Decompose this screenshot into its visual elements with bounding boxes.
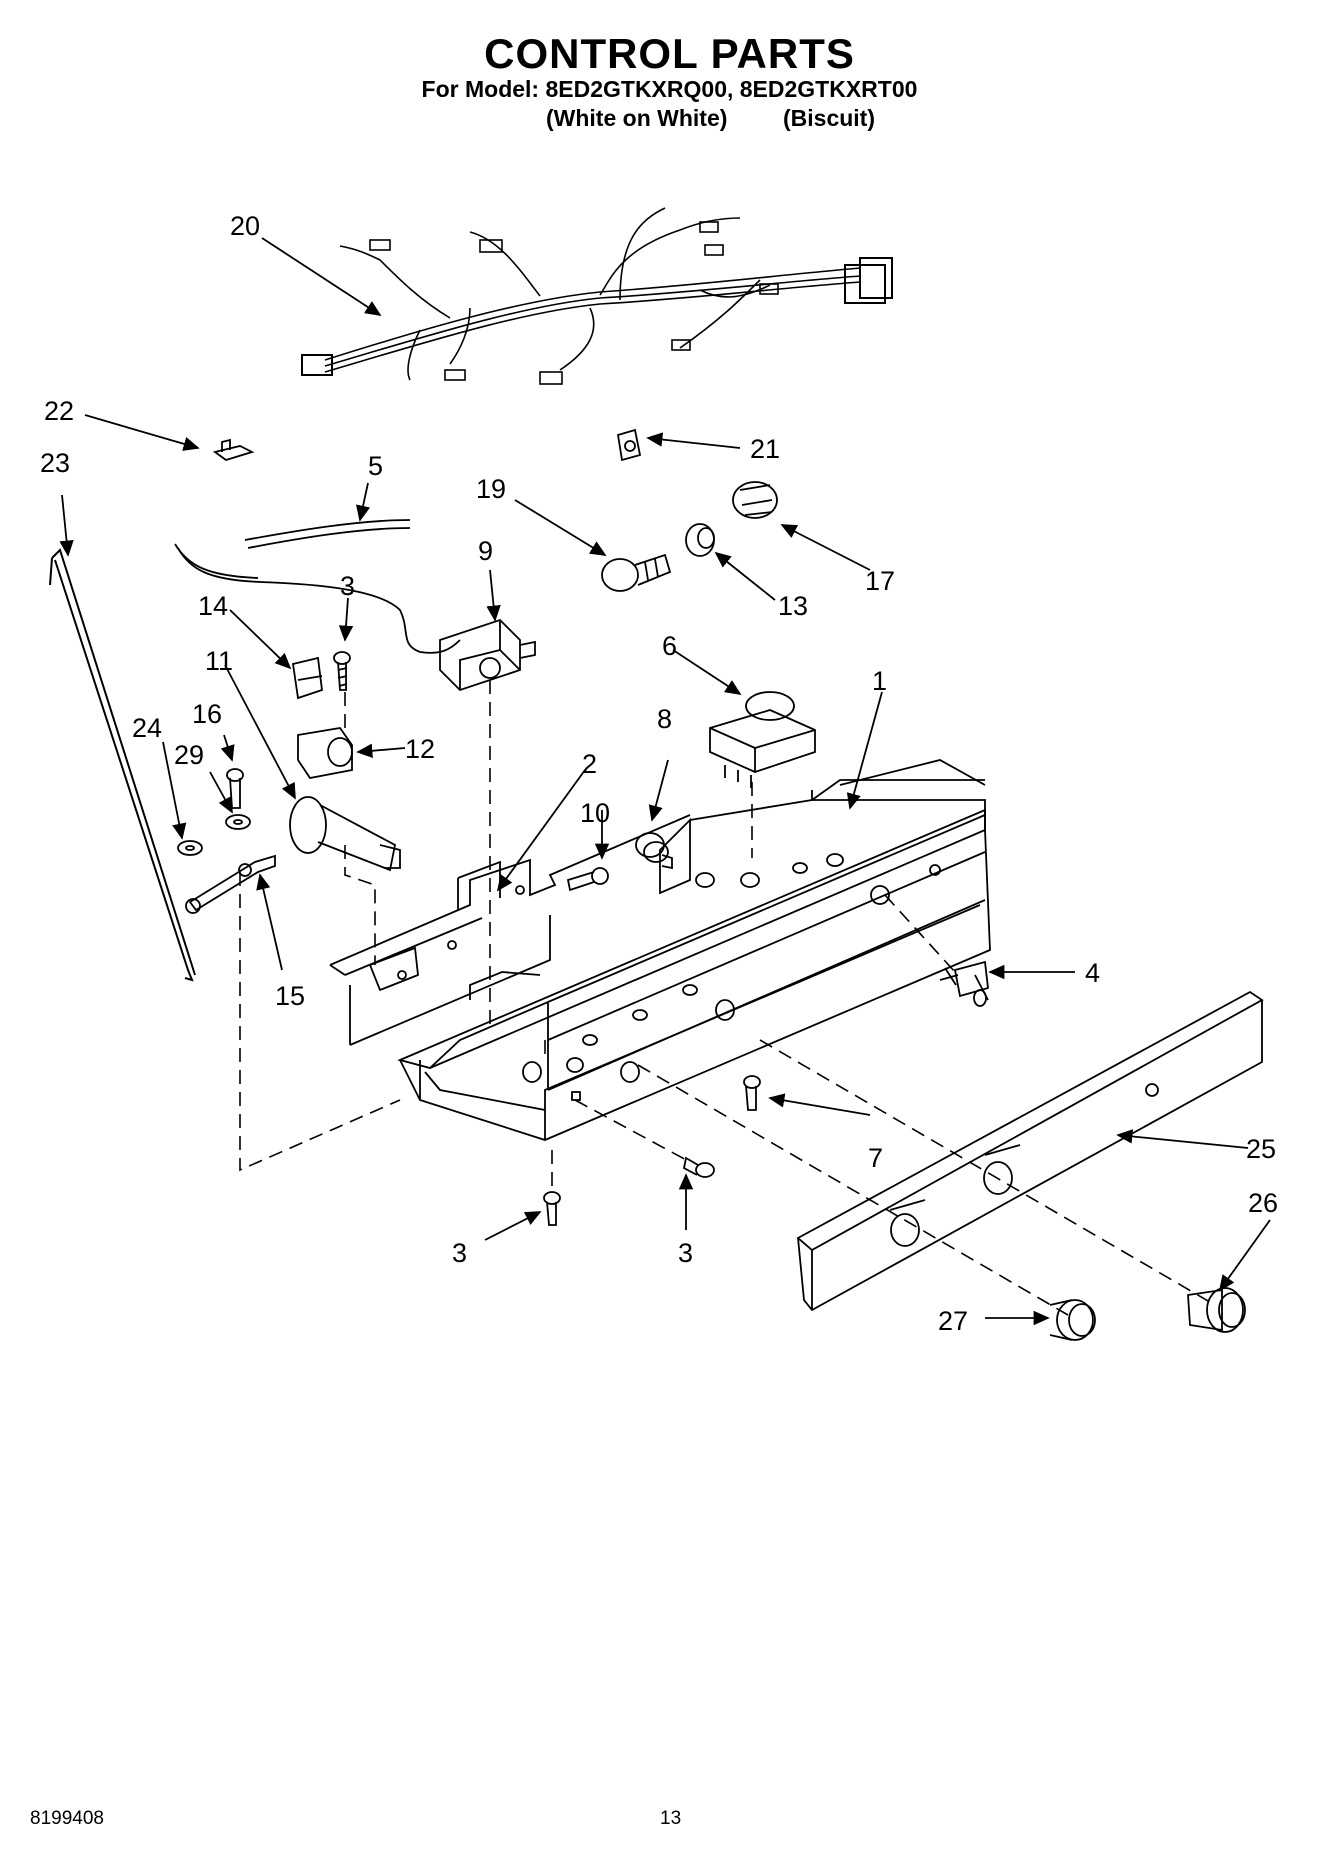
- washer-24: [177, 840, 203, 856]
- callout-21: 21: [750, 434, 780, 464]
- thermostat-9: [439, 618, 536, 692]
- screw-7: [743, 1075, 761, 1111]
- callout-5: 5: [368, 451, 383, 481]
- callout-25: 25: [1246, 1134, 1276, 1164]
- screw-10: [566, 867, 609, 892]
- callout-13: 13: [778, 591, 808, 621]
- callout-6: 6: [662, 631, 677, 661]
- variant-biscuit: (Biscuit): [783, 105, 875, 131]
- document-number: 8199408: [30, 1808, 104, 1829]
- alignment-lines: [239, 680, 1216, 1316]
- callout-23: 23: [40, 448, 70, 478]
- callout-1: 1: [872, 666, 887, 696]
- model-line: For Model: 8ED2GTKXRQ00, 8ED2GTKXRT00: [421, 76, 918, 102]
- callout-4: 4: [1085, 958, 1100, 988]
- screw-3-top: [333, 651, 351, 691]
- control-housing-1: [397, 759, 991, 1141]
- switch-4: [939, 960, 989, 1007]
- light-socket-17: [732, 481, 778, 519]
- callout-2: 2: [582, 749, 597, 779]
- control-panel-25: [796, 990, 1264, 1312]
- socket-21: [616, 428, 642, 462]
- callout-27: 27: [938, 1306, 968, 1336]
- defrost-timer-6: [709, 691, 816, 788]
- lever-15: [185, 854, 276, 914]
- callout-24: 24: [132, 713, 162, 743]
- callout-7: 7: [868, 1143, 883, 1173]
- socket-13: [685, 523, 715, 557]
- screw-3-bottom-right: [682, 1156, 715, 1178]
- callout-3-bottom-left: 3: [452, 1238, 467, 1268]
- callout-17: 17: [865, 566, 895, 596]
- callout-26: 26: [1248, 1188, 1278, 1218]
- callout-10: 10: [580, 798, 610, 828]
- bulb-19: [601, 553, 672, 592]
- variant-white-on-white: (White on White): [546, 105, 728, 131]
- callout-16: 16: [192, 699, 222, 729]
- clip-22: [212, 438, 255, 461]
- page-title: CONTROL PARTS: [484, 30, 855, 77]
- callout-14: 14: [198, 591, 228, 621]
- callout-29: 29: [174, 740, 204, 770]
- callout-19: 19: [476, 474, 506, 504]
- washer-29: [225, 814, 251, 830]
- leader-arrows: [59, 237, 1271, 1326]
- knob-27: [1049, 1299, 1096, 1341]
- wire-harness: [301, 207, 893, 385]
- callout-20: 20: [230, 211, 260, 241]
- callout-22: 22: [44, 396, 74, 426]
- bracket-14: [291, 656, 323, 700]
- bracket-12: [297, 727, 353, 779]
- callout-8: 8: [657, 704, 672, 734]
- callout-9: 9: [478, 536, 493, 566]
- callout-12: 12: [405, 734, 435, 764]
- sensor-wire: [174, 543, 461, 654]
- shaft-11: [289, 796, 401, 872]
- grommet-8: [635, 832, 673, 870]
- capillary-tube-5: [244, 519, 411, 549]
- bracket-2: [329, 814, 691, 1046]
- callout-3-top: 3: [340, 571, 355, 601]
- callout-15: 15: [275, 981, 305, 1011]
- page-number: 13: [660, 1808, 682, 1829]
- callout-3-bottom-right: 3: [678, 1238, 693, 1268]
- callout-11: 11: [205, 646, 233, 676]
- callout-labels: 20 22 21 23 5 19 17 9 3 13 14 6 11 12 1 …: [40, 211, 1278, 1336]
- screw-16: [226, 768, 244, 809]
- knob-26: [1187, 1287, 1246, 1333]
- screw-3-bottom-left: [543, 1191, 561, 1226]
